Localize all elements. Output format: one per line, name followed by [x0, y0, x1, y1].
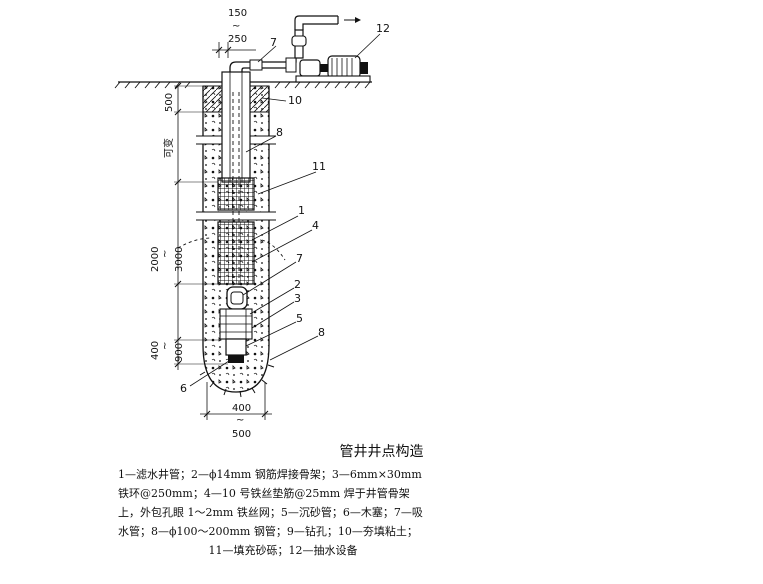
- callout-6: 6: [180, 382, 187, 395]
- dim-label-400-left: 400: [150, 341, 161, 360]
- dim-label-tilde-low: ~: [160, 342, 171, 350]
- dim-width: 400 ~ 500: [200, 382, 272, 440]
- callout-leaders: [189, 33, 381, 387]
- settling-pipe: [225, 338, 247, 356]
- callout-9: 8: [318, 326, 325, 339]
- dim-label-250: 250: [228, 34, 247, 45]
- dim-label-150: 150: [228, 8, 247, 19]
- dim-depth: 500 可变 2000 ~ 3000 400 ~ 900: [150, 82, 228, 370]
- drawdown-curve: [177, 237, 213, 249]
- dim-label-tilde-bottom: ~: [236, 415, 244, 426]
- wooden-plug: [228, 355, 244, 363]
- dim-label-400-bottom: 400: [232, 403, 251, 414]
- callout-12: 12: [376, 22, 390, 35]
- legend-line: 11—填充砂砾；12—抽水设备: [208, 544, 358, 557]
- steel-casing: [221, 71, 251, 183]
- dim-label-3000: 3000: [174, 247, 185, 272]
- callout-1: 1: [298, 204, 305, 217]
- callout-5: 5: [296, 312, 303, 325]
- tube-well-diagram: 150 ~ 250 500 可变 2000 ~ 3000 400 ~ 900 4…: [114, 8, 390, 440]
- dim-label-2000: 2000: [150, 247, 161, 272]
- callout-4: 4: [312, 219, 319, 232]
- dim-label-tilde-mid: ~: [160, 250, 171, 258]
- callout-2: 2: [294, 278, 301, 291]
- legend-line: 上，外包孔眼 1～2mm 铁丝网；5—沉砂管；6—木塞；7—吸: [118, 506, 423, 519]
- dim-label-tilde-top: ~: [232, 21, 240, 32]
- dim-label-500-top: 500: [164, 93, 175, 112]
- legend-line: 铁环@250mm；4—10 号铁丝垫筋@25mm 焊于井管骨架: [118, 487, 410, 500]
- suction-foot-valve: [226, 286, 248, 310]
- figure-title: 管井井点构造: [339, 444, 424, 460]
- dim-label-900: 900: [174, 343, 185, 362]
- suction-pipe: [229, 56, 297, 72]
- discharge-pipe: [291, 15, 361, 59]
- dim-label-500-bottom: 500: [232, 429, 251, 440]
- callout-3: 3: [294, 292, 301, 305]
- filter-pipe-upper: [217, 177, 255, 211]
- legend-line: 1—滤水井管；2—ϕ14mm 钢筋焊接骨架；3—6mm×30mm: [118, 468, 422, 481]
- figure-legend: 1—滤水井管；2—ϕ14mm 钢筋焊接骨架；3—6mm×30mm 铁环@250m…: [118, 465, 448, 560]
- dim-top-spacing: 150 ~ 250: [212, 8, 256, 58]
- callout-8: 8: [276, 126, 283, 139]
- filter-pipe-lower: [217, 221, 255, 285]
- callout-7-top: 7: [270, 36, 277, 49]
- callout-7-mid: 7: [296, 252, 303, 265]
- pumping-equipment: [295, 55, 371, 83]
- callout-11: 11: [312, 160, 326, 173]
- dim-label-variable: 可变: [162, 138, 175, 158]
- legend-line: 水管；8—ϕ100～200mm 钢管；9—钻孔；10—夯填粘土；: [118, 525, 418, 538]
- callout-10: 10: [288, 94, 302, 107]
